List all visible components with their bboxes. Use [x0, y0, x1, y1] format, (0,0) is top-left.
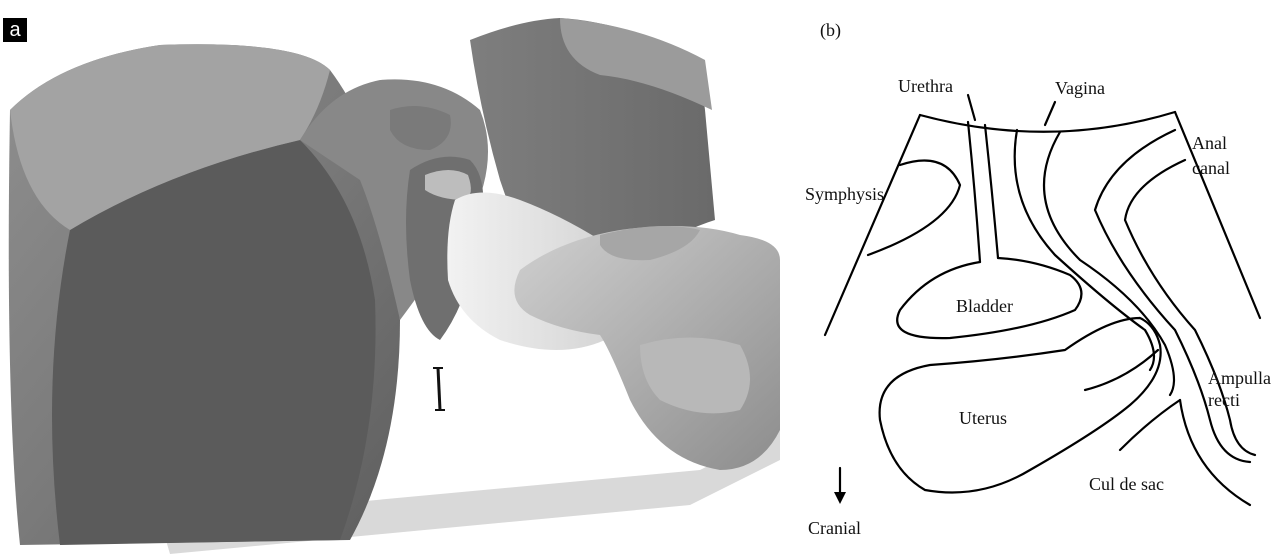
label-cranial: Cranial [808, 518, 861, 538]
rectum-line-2 [1125, 160, 1255, 455]
diagram-panel: (b) Urethra Vagina Anal canal Symphysis … [780, 0, 1288, 554]
label-ampulla-line1: Ampulla [1208, 368, 1271, 388]
cranial-arrow-head [834, 492, 846, 504]
label-anal-line1: Anal [1192, 133, 1227, 153]
photo-panel: a [0, 0, 780, 554]
label-urethra: Urethra [898, 76, 953, 96]
label-anal-line2: canal [1192, 158, 1230, 178]
cul-de-sac-line [1120, 400, 1180, 450]
vagina-line-1 [1015, 130, 1154, 370]
label-cul-de-sac: Cul de sac [1089, 474, 1164, 494]
urethra-line-2 [985, 125, 998, 258]
label-bladder: Bladder [956, 296, 1013, 316]
ultrasound-phantom-photo [0, 0, 780, 554]
label-symphysis: Symphysis [805, 184, 884, 204]
cervix-line [1085, 350, 1158, 390]
sagittal-pelvis-diagram [780, 0, 1288, 554]
label-ampulla-line2: recti [1208, 390, 1240, 410]
label-vagina: Vagina [1055, 78, 1105, 98]
urethra-leader [968, 95, 975, 120]
label-uterus: Uterus [959, 408, 1007, 428]
symphysis-line [868, 161, 960, 256]
posterior-wall-line [1180, 400, 1250, 505]
rectum-line-1 [1095, 130, 1250, 462]
uterus-outline [880, 318, 1161, 493]
panel-b-label: (b) [820, 20, 841, 40]
vagina-leader [1045, 102, 1055, 125]
urethra-line-1 [968, 122, 980, 262]
panel-a-label: a [3, 18, 27, 42]
